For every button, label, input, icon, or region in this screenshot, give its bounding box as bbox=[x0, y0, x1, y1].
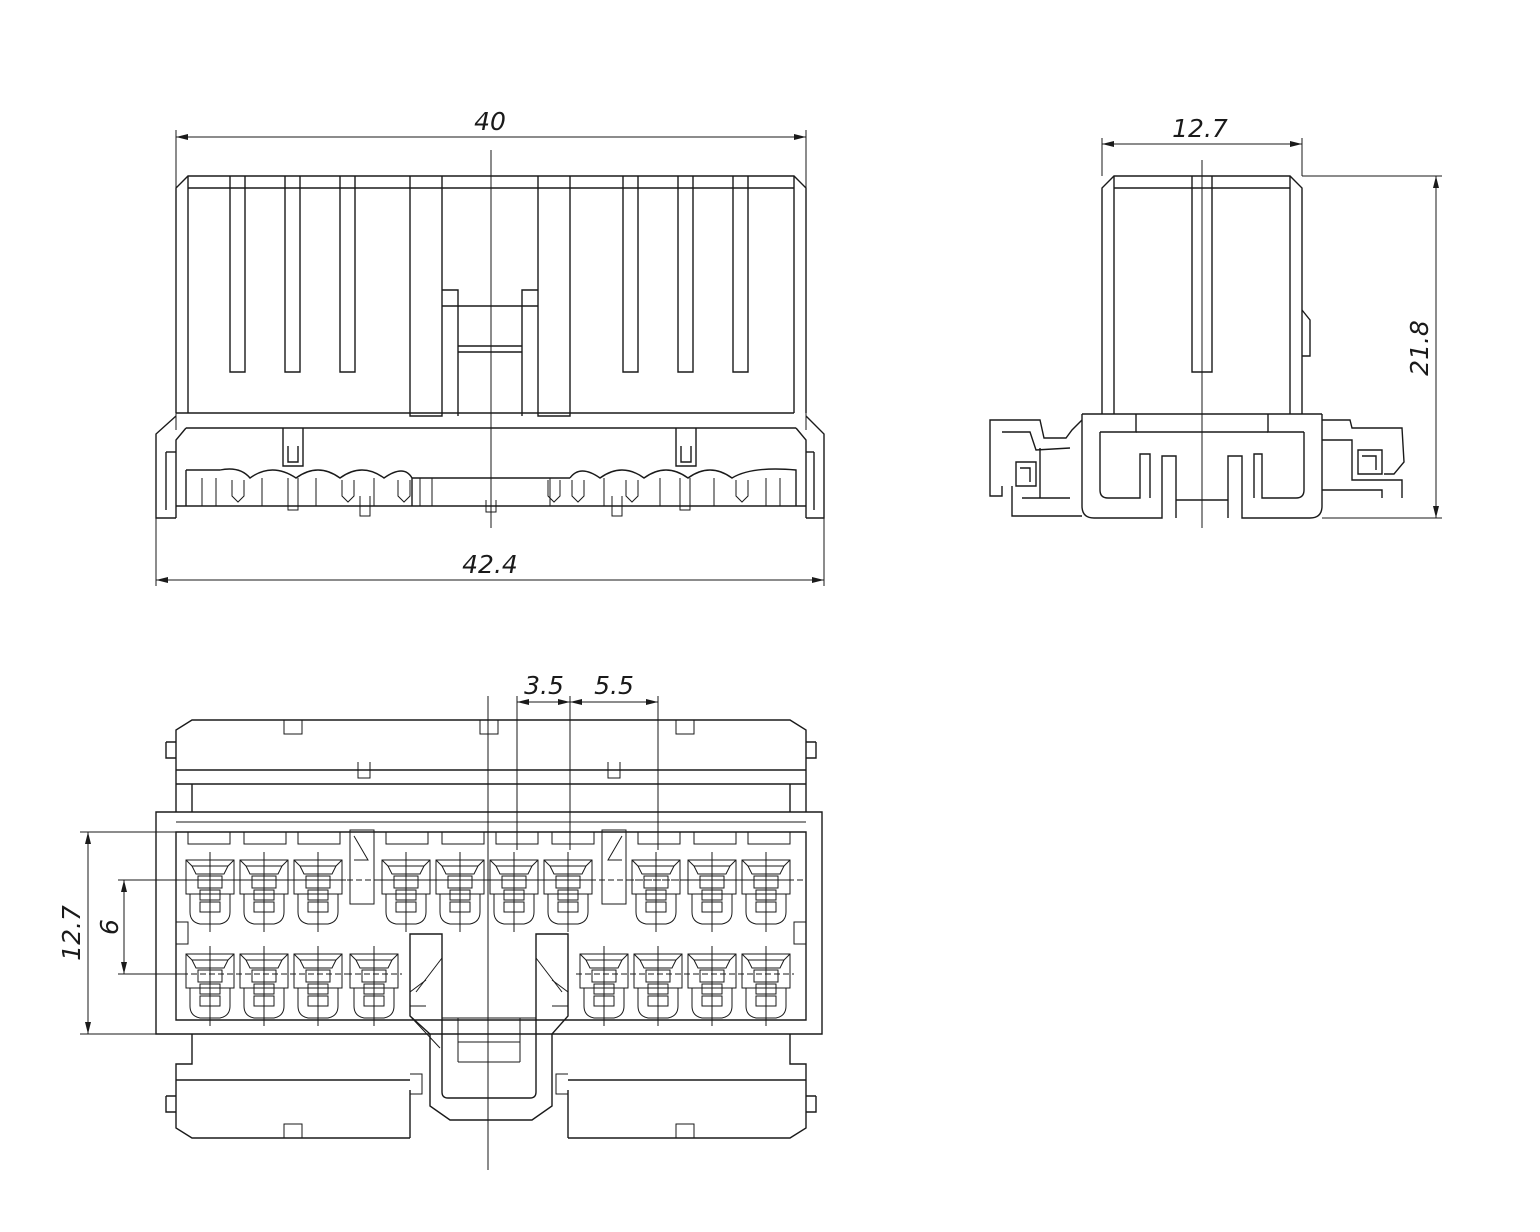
side-view: 12.7 bbox=[989, 114, 1442, 528]
dimension-40-label: 40 bbox=[474, 107, 506, 136]
dimension-6-label: 6 bbox=[95, 919, 124, 935]
lower-cavity-7 bbox=[684, 946, 740, 1026]
upper-cavity-3 bbox=[290, 852, 346, 932]
upper-cavity-7 bbox=[540, 852, 596, 932]
dimension-3-5: 3.5 bbox=[516, 671, 571, 850]
lower-cavity-5 bbox=[576, 946, 632, 1026]
dimension-21-8-label: 21.8 bbox=[1405, 320, 1434, 376]
cavity-array bbox=[182, 852, 794, 1026]
dimension-5-5-label: 5.5 bbox=[594, 671, 634, 700]
upper-cavity-1 bbox=[182, 852, 238, 932]
dimension-42-4: 42.4 bbox=[155, 518, 825, 586]
lower-cavity-3 bbox=[290, 946, 346, 1026]
lower-cavity-1 bbox=[182, 946, 238, 1026]
dimension-42-4-label: 42.4 bbox=[462, 550, 518, 579]
dimension-12-7-bottom: 12.7 bbox=[57, 831, 176, 1035]
upper-cavity-8 bbox=[628, 852, 684, 932]
dimension-5-5: 5.5 bbox=[570, 671, 659, 850]
upper-cavity-10 bbox=[738, 852, 794, 932]
front-view: 40 bbox=[155, 107, 825, 586]
lower-cavity-4 bbox=[346, 946, 402, 1026]
upper-cavity-2 bbox=[236, 852, 292, 932]
bottom-view: 3.5 5.5 bbox=[57, 671, 823, 1170]
lower-cavity-6 bbox=[630, 946, 686, 1026]
upper-cavity-5 bbox=[432, 852, 488, 932]
upper-cavity-9 bbox=[684, 852, 740, 932]
dimension-3-5-label: 3.5 bbox=[524, 671, 564, 700]
dimension-12-7-bottom-label: 12.7 bbox=[57, 905, 86, 961]
upper-cavity-6 bbox=[486, 852, 542, 932]
upper-cavity-4 bbox=[378, 852, 434, 932]
dimension-12-7-side: 12.7 bbox=[1101, 114, 1303, 176]
lower-cavity-2 bbox=[236, 946, 292, 1026]
dimension-21-8: 21.8 bbox=[1302, 175, 1442, 519]
dimension-12-7-side-label: 12.7 bbox=[1172, 114, 1228, 143]
dimension-6: 6 bbox=[95, 879, 188, 975]
lower-cavity-8 bbox=[738, 946, 794, 1026]
